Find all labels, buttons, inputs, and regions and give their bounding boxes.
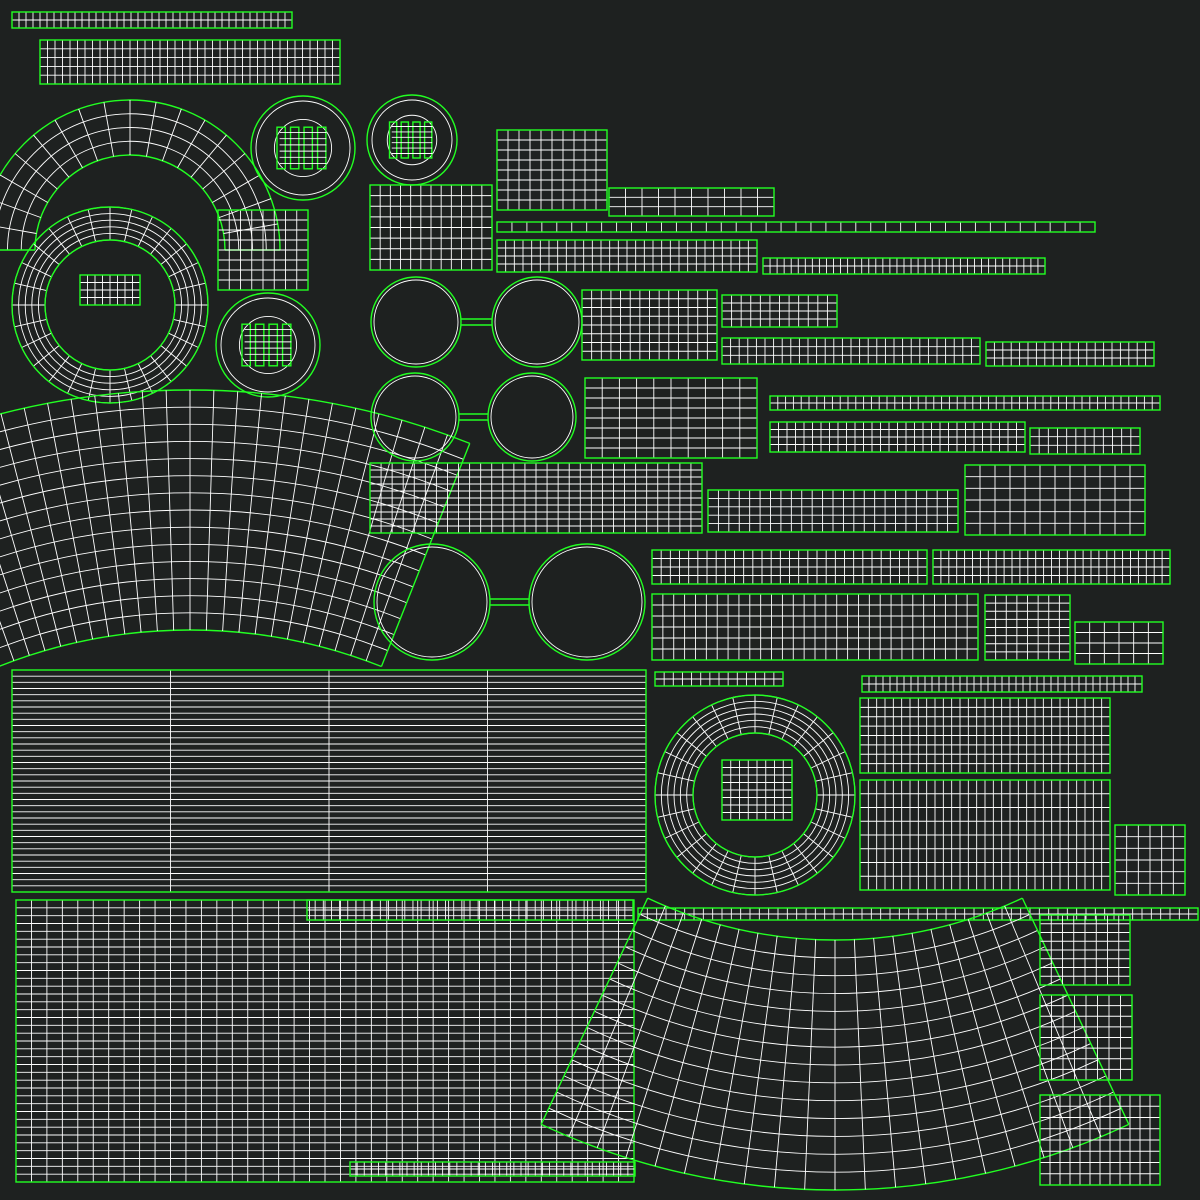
uv-disc-top-1 [250,95,356,201]
uv-strip-top-1 [11,11,293,29]
uv-panel-large [11,669,647,893]
uv-panel-square [217,209,309,291]
uv-ring-left-core [79,274,141,306]
uv-panel-small-2 [1074,621,1164,665]
uv-ring-left [11,206,209,404]
uv-bar-16 [306,899,634,921]
uv-ring-right [654,694,856,896]
uv-panel-mid-5 [932,549,1171,585]
uv-lenses-1 [370,276,583,368]
uv-bar-1 [496,221,1096,233]
uv-bar-18 [349,1161,636,1177]
uv-bar-13 [369,184,493,271]
uv-bar-5 [721,337,981,365]
uv-panel-right-1 [859,697,1111,774]
uv-bar-14 [861,675,1143,693]
uv-bar-15 [654,671,784,687]
uv-bar-7 [769,395,1161,411]
uv-panel-sleeve [15,899,635,1183]
uv-fan-bottom [540,897,1130,1191]
uv-panel-small-7 [964,464,1146,536]
uv-lenses-3 [373,543,646,661]
uv-panel-mid-6 [651,593,979,661]
uv-bar-3 [762,257,1046,275]
uv-panel-small-5 [1039,994,1133,1081]
uv-panel-small-4 [1039,914,1131,986]
uv-bar-8 [769,421,1026,453]
uv-lenses-2 [370,372,577,462]
uv-panel-mid-4 [651,549,928,585]
uv-panel-small-1 [984,594,1071,661]
uv-islands [0,11,1199,1191]
uv-bar-6 [985,341,1155,367]
uv-panel-small-6 [1039,1094,1161,1186]
uv-panel-right-2 [859,779,1111,891]
uv-panel-mid-1 [584,377,758,459]
uv-bar-12 [496,129,608,211]
uv-bar-11 [581,289,718,361]
uv-bar-10 [721,294,838,328]
uv-panel-small-3 [1114,824,1186,896]
uv-strip-top-2 [39,39,341,85]
uv-bar-9 [1029,427,1141,455]
uv-disc-mid [215,292,321,398]
uv-ring-right-core [721,759,793,821]
uv-bar-2 [496,239,758,273]
uv-panel-mid-3 [707,489,959,533]
uv-panel-mid-2 [369,462,703,534]
uv-bar-4 [608,187,775,217]
uv-fan-left [0,389,471,668]
uv-bar-17 [637,907,1199,921]
